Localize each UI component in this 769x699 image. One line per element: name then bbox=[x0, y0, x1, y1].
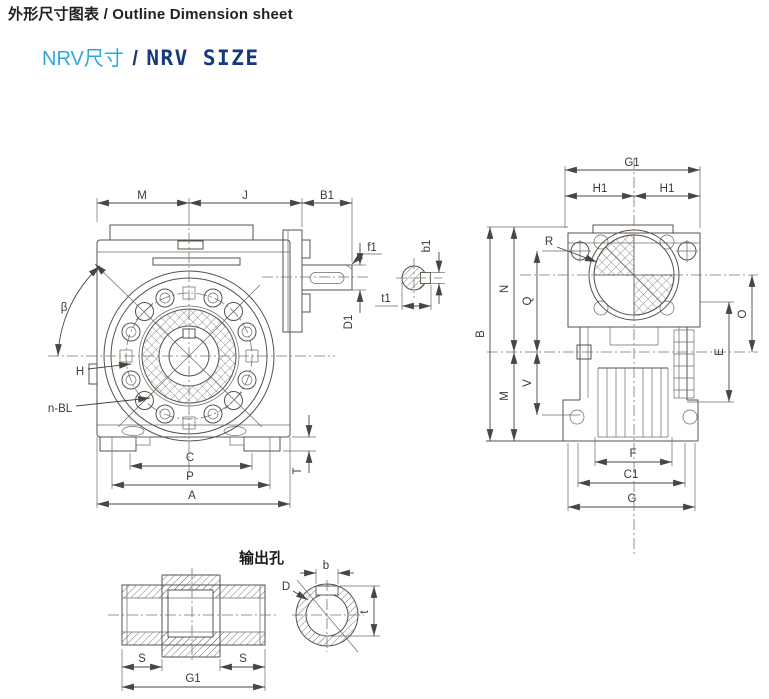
dim-label-b-side: B bbox=[475, 330, 487, 338]
dim-label-f: F bbox=[629, 448, 636, 460]
dim-label-g: G bbox=[628, 493, 637, 505]
front-housing bbox=[88, 224, 353, 452]
section-subtitle: NRV尺寸 / NRV SIZE bbox=[42, 42, 260, 71]
dim-label-m-side: M bbox=[499, 391, 511, 401]
dim-label-m: M bbox=[137, 190, 147, 202]
dim-label-d1: D1 bbox=[343, 315, 355, 330]
caption-output-bore: 输出孔 bbox=[239, 549, 284, 567]
dim-label-h1-left: H1 bbox=[593, 183, 608, 195]
dim-label-s-left: S bbox=[138, 653, 146, 665]
dim-label-o: O bbox=[737, 309, 749, 318]
dim-label-c1: C1 bbox=[624, 469, 639, 481]
dim-label-beta: β bbox=[61, 302, 68, 314]
dim-label-e: E bbox=[714, 348, 726, 356]
front-flange bbox=[94, 263, 275, 442]
subtitle-nrv-en: NRV SIZE bbox=[146, 46, 260, 70]
input-shaft-section: b1 t1 bbox=[375, 240, 445, 310]
dim-label-t1: t1 bbox=[381, 293, 391, 305]
dim-label-f1: f1 bbox=[367, 242, 377, 254]
dim-label-b1-key: b1 bbox=[421, 240, 433, 253]
dim-label-n: N bbox=[499, 285, 511, 293]
dim-label-j: J bbox=[242, 190, 248, 202]
front-centerlines bbox=[48, 214, 368, 478]
front-view: M J B1 β H n-BL bbox=[48, 190, 445, 508]
page-title: 外形尺寸图表 / Outline Dimension sheet bbox=[8, 6, 293, 23]
bolt-holes bbox=[121, 288, 257, 424]
side-housing bbox=[486, 224, 701, 442]
dim-label-d: D bbox=[282, 581, 290, 593]
output-bore-view: 输出孔 bbox=[108, 549, 380, 691]
side-centerlines bbox=[487, 158, 758, 555]
dim-label-t-key: t bbox=[359, 610, 371, 614]
dim-label-g1-side: G1 bbox=[624, 157, 639, 169]
subtitle-nrv-cn: NRV尺寸 bbox=[42, 48, 124, 70]
dim-label-v: V bbox=[522, 379, 534, 387]
dim-label-b1: B1 bbox=[320, 190, 334, 202]
dim-label-b-key: b bbox=[323, 560, 329, 572]
dim-label-h1-right: H1 bbox=[660, 183, 675, 195]
side-view: G1 H1 H1 R B N Q M bbox=[475, 157, 758, 555]
dim-label-s-right: S bbox=[239, 653, 247, 665]
dim-label-r: R bbox=[545, 236, 553, 248]
dim-label-h: H bbox=[76, 366, 84, 378]
front-dimensions: M J B1 β H n-BL bbox=[48, 190, 382, 508]
subtitle-separator: / bbox=[132, 48, 138, 70]
bore-cross-section: b D t bbox=[282, 560, 380, 653]
dim-label-n-bl: n-BL bbox=[48, 403, 73, 415]
dim-label-a: A bbox=[188, 490, 196, 502]
dim-label-q: Q bbox=[522, 296, 534, 305]
dim-label-p: P bbox=[186, 471, 194, 483]
side-dimensions: G1 H1 H1 R B N Q M bbox=[475, 157, 756, 511]
dim-label-g1-bottom: G1 bbox=[185, 673, 200, 685]
dim-label-t-front: T bbox=[292, 467, 304, 474]
dim-label-c: C bbox=[186, 452, 194, 464]
hollow-shaft-section: S S G1 bbox=[108, 568, 278, 691]
